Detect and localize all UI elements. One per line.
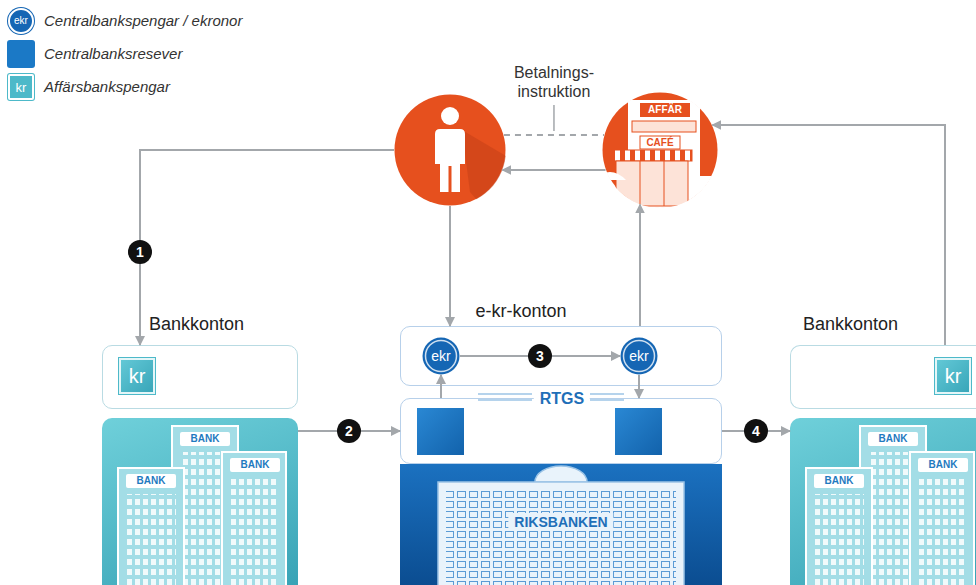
callout-number: 4	[744, 419, 768, 443]
connector-arrow	[639, 204, 641, 326]
node-label: BANK	[825, 475, 854, 487]
node-label: BANK	[879, 433, 908, 445]
node-label: BANK	[241, 459, 270, 471]
legend-swatch: kr	[8, 74, 34, 100]
bank-buildings	[118, 426, 974, 585]
node-label: BANK	[929, 459, 958, 471]
node-label: BANK	[137, 475, 166, 487]
legend-text: Centralbanksresever	[44, 41, 182, 67]
connector-arrow	[449, 206, 451, 326]
connector-arrow	[638, 375, 640, 398]
legend-icon-text: kr	[16, 81, 27, 94]
callout-number: 1	[128, 240, 152, 264]
reserve-squares	[417, 394, 662, 455]
callout-number: 2	[337, 419, 361, 443]
account-box: Bankkontonkr	[790, 345, 976, 409]
node-label: ekr	[629, 348, 648, 364]
legend-row: kr Affärsbankspengar	[0, 74, 320, 100]
legend-row: ekr Centralbankspengar / ekronor	[0, 8, 320, 34]
node-label: e-kr-konton	[475, 301, 566, 322]
connector-arrow	[502, 169, 605, 171]
legend-text: Affärsbankspengar	[44, 74, 170, 100]
legend-swatch	[8, 41, 34, 67]
riksbank-building	[438, 466, 684, 585]
connector-arrow	[504, 134, 604, 136]
shop-illustration	[594, 100, 712, 210]
node-label: ekr	[431, 348, 450, 364]
node-label: AFFÄR	[648, 104, 682, 116]
legend-icon-text: ekr	[14, 16, 28, 26]
callout-number: 3	[528, 344, 552, 368]
node-label: CAFÉ	[646, 137, 673, 149]
connector-arrow	[712, 125, 945, 345]
node-label: Bankkonton	[803, 314, 898, 335]
node-label: BANK	[191, 433, 220, 445]
connector-arrow	[440, 375, 442, 398]
legend-text: Centralbankspengar / ekronor	[44, 8, 242, 34]
money-tile: kr	[119, 358, 155, 394]
ekr-coin: ekr	[620, 337, 658, 375]
legend-swatch: ekr	[8, 8, 34, 34]
legend-row: Centralbanksresever	[0, 41, 320, 67]
node-label: kr	[945, 365, 962, 388]
node-label: RIKSBANKEN	[508, 513, 613, 531]
account-box: Bankkontonkr	[102, 345, 298, 409]
connector-arrow	[140, 150, 394, 345]
node-label: kr	[129, 365, 146, 388]
edge-label: Betalnings- instruktion	[502, 63, 606, 101]
money-tile: kr	[935, 358, 971, 394]
ekr-coin: ekr	[422, 337, 460, 375]
label-leader	[553, 105, 555, 131]
node-label: RTGS	[534, 390, 590, 408]
node-label: Bankkonton	[149, 314, 244, 335]
